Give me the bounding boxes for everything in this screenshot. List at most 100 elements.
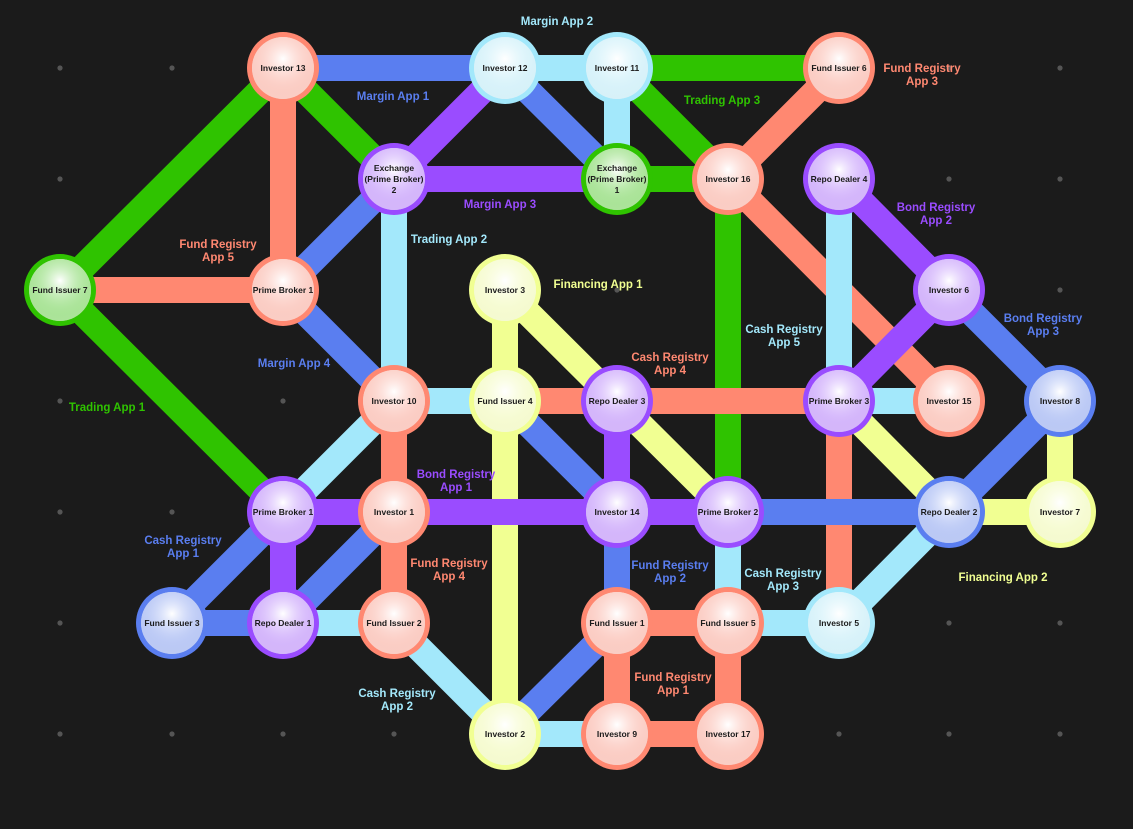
node-tint: [697, 481, 759, 543]
node-tint: [252, 37, 314, 99]
node-inv8[interactable]: Investor 8: [1024, 365, 1096, 437]
node-label: Exchange(Prime Broker)1: [587, 163, 646, 195]
node-fi7[interactable]: Fund Issuer 7: [24, 254, 96, 326]
node-tint: [918, 481, 980, 543]
node-inv15[interactable]: Investor 15: [913, 365, 985, 437]
node-ex1[interactable]: Exchange(Prime Broker)1: [581, 143, 653, 215]
node-label: Investor 1: [374, 507, 414, 517]
node-ex2[interactable]: Exchange(Prime Broker)2: [358, 143, 430, 215]
node-pb3[interactable]: Prime Broker 3: [803, 365, 875, 437]
grid-dot: [1057, 176, 1063, 182]
node-fi4[interactable]: Fund Issuer 4: [469, 365, 541, 437]
node-inv13[interactable]: Investor 13: [247, 32, 319, 104]
edge-fi7-inv13[interactable]: [47, 55, 296, 303]
node-rd2[interactable]: Repo Dealer 2: [913, 476, 985, 548]
node-tint: [363, 148, 425, 210]
node-label: Investor 16: [706, 174, 751, 184]
node-fi2[interactable]: Fund Issuer 2: [358, 587, 430, 659]
app-label-ta3: Trading App 3: [684, 95, 760, 107]
node-label: Investor 6: [929, 285, 969, 295]
node-fi5[interactable]: Fund Issuer 5: [692, 587, 764, 659]
node-inv2[interactable]: Investor 2: [469, 698, 541, 770]
edge-fi7-pb1b[interactable]: [47, 277, 296, 525]
node-tint: [586, 592, 648, 654]
node-label: Repo Dealer 2: [921, 507, 978, 517]
node-inv14[interactable]: Investor 14: [581, 476, 653, 548]
node-inv12[interactable]: Investor 12: [469, 32, 541, 104]
grid-dot: [57, 620, 63, 626]
app-label-ma1: Margin App 1: [357, 91, 430, 103]
node-label: Investor 14: [595, 507, 640, 517]
node-label: Repo Dealer 4: [811, 174, 868, 184]
node-label: Fund Issuer 1: [589, 618, 645, 628]
app-label-ma2: Margin App 2: [521, 16, 593, 28]
grid-dot: [1057, 287, 1063, 293]
node-fi6[interactable]: Fund Issuer 6: [803, 32, 875, 104]
node-label: Investor 5: [819, 618, 859, 628]
node-tint: [586, 703, 648, 765]
node-inv6[interactable]: Investor 6: [913, 254, 985, 326]
node-label: Investor 3: [485, 285, 525, 295]
node-pb1b[interactable]: Prime Broker 1: [247, 476, 319, 548]
node-fi3[interactable]: Fund Issuer 3: [136, 587, 208, 659]
grid-dot: [1057, 620, 1063, 626]
node-inv17[interactable]: Investor 17: [692, 698, 764, 770]
node-tint: [363, 592, 425, 654]
node-tint: [1029, 370, 1091, 432]
node-inv1[interactable]: Investor 1: [358, 476, 430, 548]
node-tint: [808, 592, 870, 654]
node-rd1[interactable]: Repo Dealer 1: [247, 587, 319, 659]
grid-dot: [280, 731, 286, 737]
node-label: Investor 7: [1040, 507, 1080, 517]
node-inv10[interactable]: Investor 10: [358, 365, 430, 437]
node-inv16[interactable]: Investor 16: [692, 143, 764, 215]
node-tint: [586, 481, 648, 543]
node-inv11[interactable]: Investor 11: [581, 32, 653, 104]
grid-dot: [57, 509, 63, 515]
node-inv9[interactable]: Investor 9: [581, 698, 653, 770]
grid-dot: [169, 731, 175, 737]
node-pb2[interactable]: Prime Broker 2: [692, 476, 764, 548]
grid-dot: [57, 731, 63, 737]
node-tint: [363, 481, 425, 543]
node-tint: [252, 481, 314, 543]
node-inv7[interactable]: Investor 7: [1024, 476, 1096, 548]
grid-dot: [57, 176, 63, 182]
node-tint: [918, 259, 980, 321]
node-inv3[interactable]: Investor 3: [469, 254, 541, 326]
node-tint: [474, 37, 536, 99]
node-label: Fund Issuer 5: [700, 618, 756, 628]
node-tint: [808, 37, 870, 99]
node-tint: [697, 703, 759, 765]
app-label-ta2: Trading App 2: [411, 234, 487, 246]
node-label: Prime Broker 1: [253, 507, 314, 517]
node-tint: [808, 370, 870, 432]
node-rd3[interactable]: Repo Dealer 3: [581, 365, 653, 437]
grid-dot: [946, 620, 952, 626]
app-label-fa1: Financing App 1: [553, 279, 643, 291]
node-label: Fund Issuer 3: [144, 618, 200, 628]
node-tint: [141, 592, 203, 654]
node-label: Investor 8: [1040, 396, 1080, 406]
node-inv5[interactable]: Investor 5: [803, 587, 875, 659]
node-tint: [808, 148, 870, 210]
grid-dot: [57, 398, 63, 404]
node-label: Investor 10: [372, 396, 417, 406]
app-fr5-edges: [47, 55, 296, 303]
node-label: Fund Issuer 2: [366, 618, 422, 628]
node-tint: [29, 259, 91, 321]
node-fi1[interactable]: Fund Issuer 1: [581, 587, 653, 659]
node-tint: [363, 370, 425, 432]
node-label: Prime Broker 1: [253, 285, 314, 295]
node-pb1a[interactable]: Prime Broker 1: [247, 254, 319, 326]
node-rd4[interactable]: Repo Dealer 4: [803, 143, 875, 215]
node-label: Repo Dealer 1: [255, 618, 312, 628]
